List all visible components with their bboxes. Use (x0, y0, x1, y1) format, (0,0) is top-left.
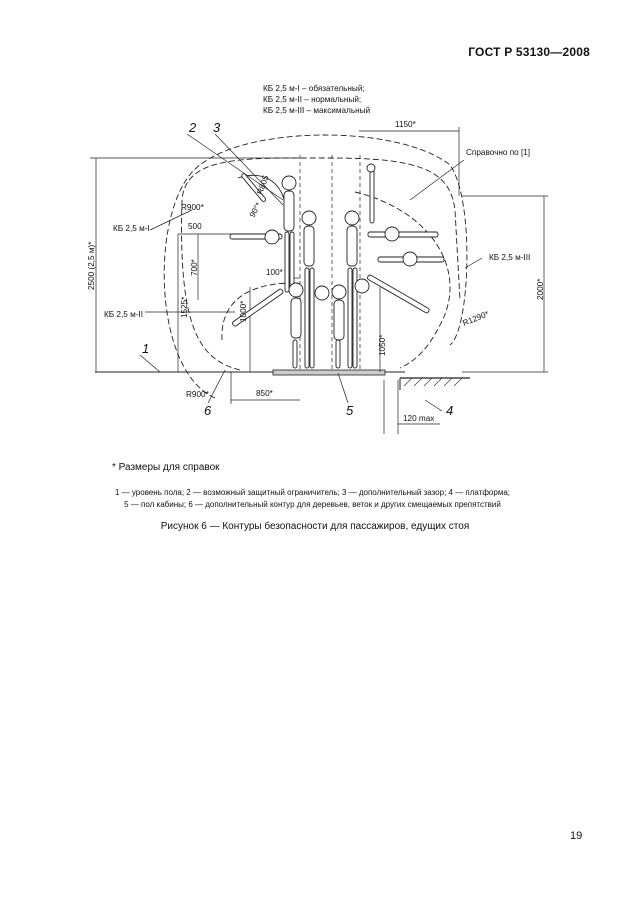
label-reference: Справочно по [1] (466, 148, 530, 157)
callout-2: 2 (188, 120, 197, 135)
dim-500: 500 (188, 222, 202, 231)
arc-r1290 (354, 191, 451, 369)
callout-6: 6 (204, 403, 212, 418)
cabin-floor (272, 369, 386, 376)
figure-caption: Рисунок 6 — Контуры безопасности для пас… (160, 521, 470, 532)
callout-1: 1 (142, 341, 149, 356)
dim-1050: 1050* (378, 334, 387, 356)
dim-2500: 2500 (2,5 м)* (87, 241, 96, 290)
dim-angle-90: 90°* (248, 200, 264, 219)
dim-r1290: R1290* (461, 309, 490, 328)
label-kb1: КБ 2,5 м-I (113, 224, 150, 233)
page-number: 19 (570, 830, 583, 842)
dim-2000: 2000* (536, 278, 545, 300)
legend-line-1: 1 — уровень пола; 2 — возможный защитный… (114, 488, 511, 497)
dim-850: 850* (256, 389, 274, 398)
dim-1525: 1525* (180, 296, 189, 318)
outer-obstacle-contour (163, 134, 468, 399)
document-code: ГОСТ Р 53130—2008 (468, 45, 590, 59)
class-line-1: КБ 2,5 м-I – обязательный; (263, 84, 365, 93)
class-line-2: КБ 2,5 м-II – нормальный; (263, 95, 361, 104)
callout-5: 5 (346, 403, 354, 418)
safety-contour-figure: КБ 2,5 м-I – обязательный; КБ 2,5 м-II –… (87, 84, 548, 434)
dim-r900-lower: R900* (186, 390, 210, 399)
dimension-lines (90, 127, 548, 434)
legend-line-2: 5 — пол кабины; 6 — дополнительный конту… (124, 500, 501, 509)
inner-contour-kb1 (181, 157, 461, 371)
passenger-figures (229, 163, 445, 369)
dim-r805: R805 (255, 174, 270, 196)
figure-legend: 1 — уровень пола; 2 — возможный защитный… (60, 487, 565, 511)
dim-120: 120 max (403, 414, 434, 423)
dim-100: 100* (266, 268, 284, 277)
footnote: * Размеры для справок (112, 462, 220, 473)
callout-leaders (139, 133, 483, 412)
arc-r900-lower (221, 282, 299, 341)
callout-3: 3 (213, 120, 221, 135)
dim-r900-upper: R900* (181, 203, 205, 212)
dim-700: 700* (190, 258, 199, 276)
platform-hatch (403, 377, 463, 387)
class-line-3: КБ 2,5 м-III – максимальный (263, 106, 370, 115)
callout-4: 4 (446, 403, 453, 418)
dim-1000: 1000* (239, 300, 248, 322)
label-kb2: КБ 2,5 м-II (104, 310, 143, 319)
dim-1150: 1150* (395, 120, 417, 129)
label-kb3: КБ 2,5 м-III (489, 253, 530, 262)
